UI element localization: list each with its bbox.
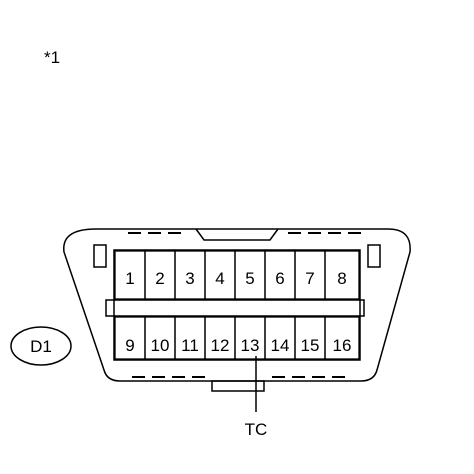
pin-label-16: 16 (333, 336, 352, 355)
pin-label-14: 14 (271, 336, 290, 355)
pin-label-5: 5 (245, 269, 254, 288)
pin-label-11: 11 (181, 336, 199, 355)
pin-label-13: 13 (241, 336, 260, 355)
connector-id-ellipse (10, 326, 72, 366)
pin-label-6: 6 (275, 269, 284, 288)
pin-label-3: 3 (185, 269, 194, 288)
pin-labels-bottom: 9 10 11 12 13 14 15 16 (125, 336, 351, 355)
pin-label-7: 7 (305, 269, 314, 288)
connector-shell (63, 228, 411, 392)
tc-callout-label: TC (245, 420, 268, 439)
pin-cell-8 (324, 250, 360, 300)
note-marker: *1 (44, 48, 60, 67)
connector-id-label: D1 (30, 337, 52, 356)
pin-label-9: 9 (125, 336, 134, 355)
pin-label-2: 2 (155, 269, 164, 288)
pin-label-15: 15 (301, 336, 320, 355)
pin-label-10: 10 (151, 336, 170, 355)
pin-labels-top: 1 2 3 4 5 6 7 8 (125, 269, 346, 288)
pin-label-1: 1 (125, 269, 134, 288)
pin-cell-16 (324, 316, 360, 360)
pin-row-top (114, 250, 360, 300)
pin-label-4: 4 (215, 269, 224, 288)
pin-label-8: 8 (337, 269, 346, 288)
pin-row-bottom (114, 316, 360, 360)
pin-label-12: 12 (211, 336, 230, 355)
